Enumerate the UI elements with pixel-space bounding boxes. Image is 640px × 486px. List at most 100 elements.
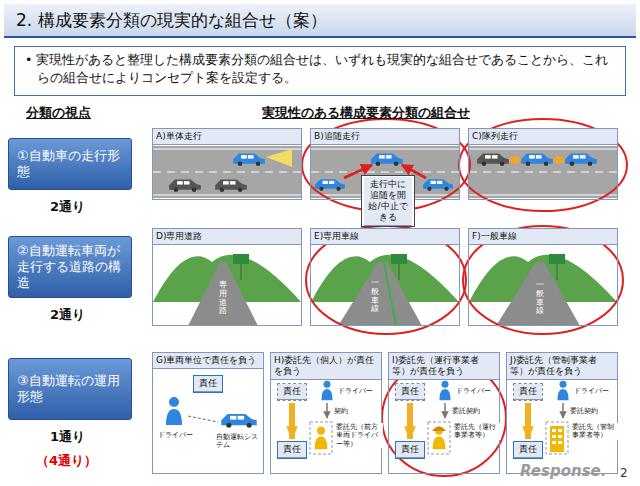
option-panel: A)単体走行 [152,128,302,200]
road-platoon [469,146,617,198]
contract-operator-part [428,422,450,454]
count-label: （4通り） [36,452,97,470]
category-box: ③自動運転の運用形態 [8,358,132,420]
highlight-ellipse-part [463,226,623,334]
contract-operator-part [444,403,446,418]
responsibility-box: 責任 [395,383,425,401]
contract-person-part [326,403,328,418]
note-box: • 実現性があると整理した構成要素分類の組合せは、いずれも現実的な組合せであるこ… [14,46,626,96]
node-text: ③自動運転の運用形態 [17,373,123,406]
actor-label: 委託先（管制事業者等） [571,423,619,440]
contract-person-part [310,422,332,454]
responsibility-box: 責任 [395,441,425,459]
road-label: 専用道路 [219,281,227,316]
responsibility-arrow [525,403,531,439]
contract-control-part [552,441,556,444]
contract-operator-part [433,427,446,449]
responsibility-arrow [289,403,295,439]
road-lane-part [399,262,400,280]
panel-heading: D)専用道路 [153,229,301,245]
contract-label: 委託契約 [569,407,599,415]
road-single-part [233,153,265,165]
road-single-part [153,146,301,198]
road-single-part [266,149,292,167]
contract-control-part [550,426,564,452]
highlight-ellipse-part [306,226,466,334]
contract-operator-part [432,427,446,432]
actor-label: ドライバー [337,387,374,395]
road-platoon-part [553,157,565,164]
responsibility-arrow [407,403,413,439]
road-platoon-part [469,146,617,198]
road-lane-part [384,262,396,326]
watermark: Response. [520,462,606,480]
option-panel: H)委託先（個人）が責任を負う責任責任ドライバー契約委託先（前方車両ドライバー等… [270,352,382,474]
actor-label: 自動運転システム [215,433,263,450]
road-general-part [549,254,565,264]
road-single-part [153,172,301,173]
vehicle-unit-part [188,416,218,422]
count-label: 2通り [50,198,85,216]
option-panel: I)委託先（運行事業者等）が責任を負う責任責任ドライバー委託契約委託先（運行事業… [388,352,500,474]
option-panel: C)隊列走行 [468,128,618,200]
actor-label: 委託先（前方車両ドライバー等） [335,423,383,448]
contract-person-part [315,427,328,449]
contract-control-part [546,422,568,454]
road-label: 一般車線 [371,279,379,314]
road-platoon-part [521,153,553,165]
panel-heading: J)委託先（管制事業者等）が責任を負う [507,353,617,380]
road-general-part [496,262,580,326]
road-platoon-part [565,153,597,165]
responsibility-box: 責任 [513,383,543,401]
vehicle-unit-part [166,397,182,425]
option-panel: G)車両単位で責任を負う責任ドライバー自動運転システム [152,352,264,474]
road-lane-part [391,254,407,264]
responsibility-box: 責任 [277,383,307,401]
road-single [153,146,301,198]
contract-operator-part [439,381,450,401]
count-label: 1通り [50,428,85,446]
road-single-part [215,179,247,191]
road-platoon-part [477,153,509,165]
callout-box: 走行中に追随を開始/中止できる [361,175,415,227]
road-platoon-part [469,149,617,150]
column-heading: 分類の視点 [26,104,91,122]
vehicle-unit [166,397,257,428]
road-dedicated-part [233,254,249,264]
contract-control-part [558,441,562,444]
actor-label: 委託先（運行事業者等） [453,423,501,440]
road-general [469,254,617,326]
responsibility-box: 責任 [277,441,307,459]
panel-heading: B)追随走行 [311,129,459,145]
panel-heading: E)専用車線 [311,229,459,245]
panel-heading: F)一般車線 [469,229,617,245]
option-panel: E)専用車線一般車線 [310,228,460,326]
contract-control-part [558,435,562,438]
node-text: 責任 [278,384,306,400]
slide-title: 2. 構成要素分類の現実的な組合せ（案） [4,4,636,38]
contract-label: 契約 [333,407,349,415]
panel-heading: G)車両単位で責任を負う [153,353,263,369]
contract-person-part [321,381,332,401]
page-number: 2 [620,466,628,480]
road-follow-part [311,149,459,150]
contract-control-part [552,435,556,438]
count-label: 2通り [50,306,85,324]
road-platoon-part [469,172,617,173]
road-general-part [557,262,558,280]
road-follow-part [423,179,453,191]
node-text: 責任 [278,442,306,458]
road-dedicated-part [188,262,258,326]
road-follow-part [311,172,459,173]
responsibility-box: 責任 [193,375,223,393]
contract-label: 委託契約 [451,407,481,415]
road-dedicated-part [241,262,242,280]
node-text: 責任 [194,376,222,392]
category-box: ②自動運転車両が走行する道路の構造 [8,236,132,298]
road-platoon-part [469,195,617,196]
panel-heading: A)単体走行 [153,129,301,145]
contract-control-part [552,429,556,432]
option-panel: D)専用道路専用道路 [152,228,302,326]
panel-heading: I)委託先（運行事業者等）が責任を負う [389,353,499,380]
road-dedicated [153,254,301,326]
